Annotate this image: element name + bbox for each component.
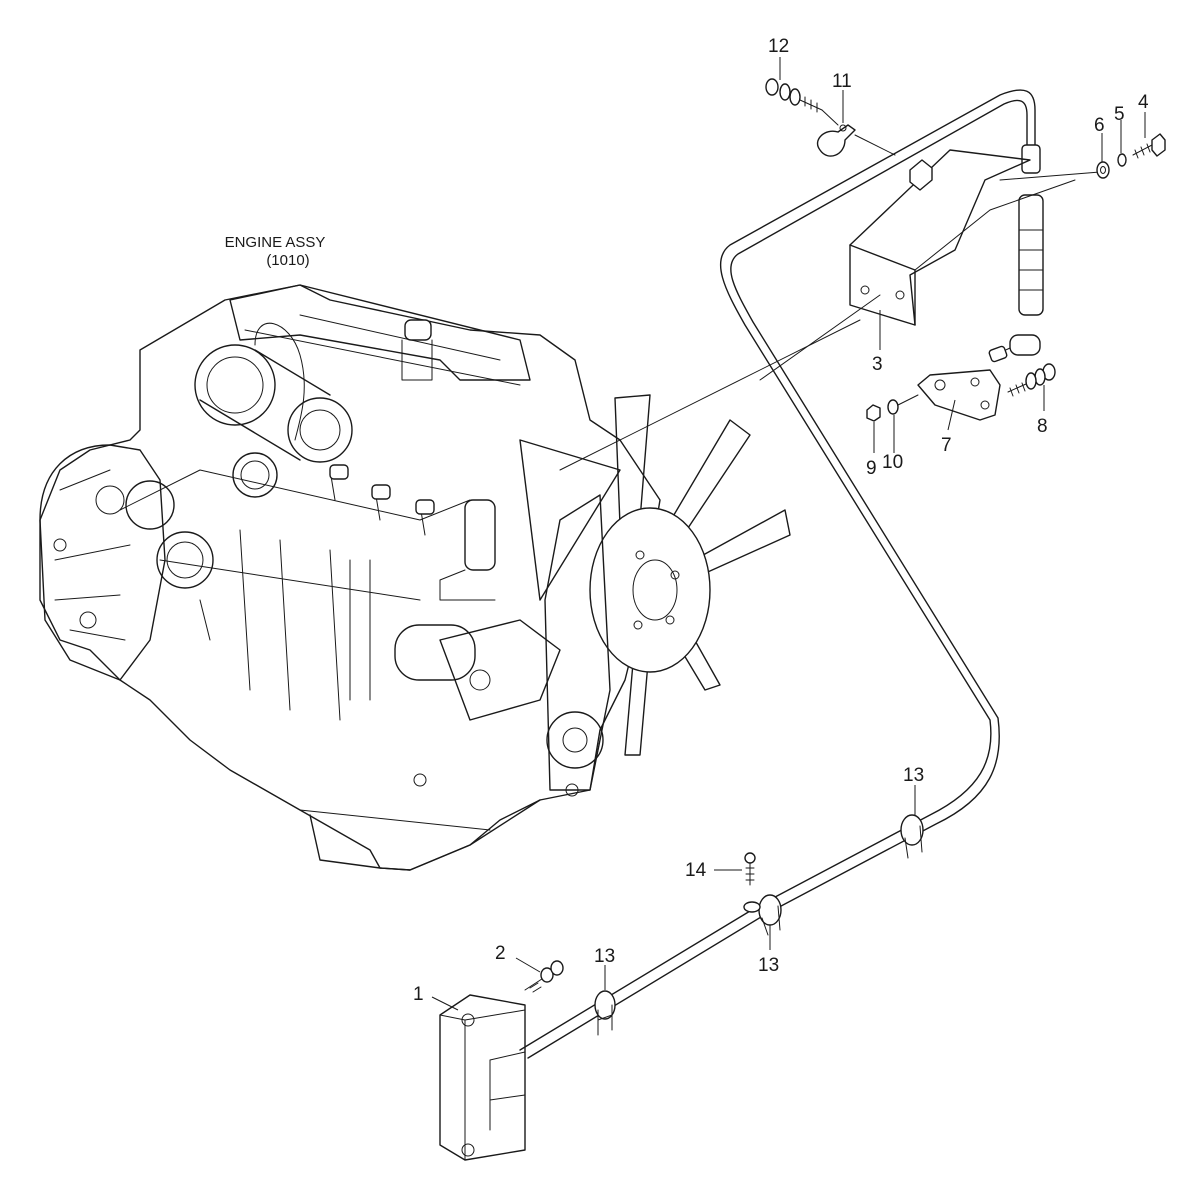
nut-part-9 xyxy=(866,404,881,422)
stop-cable xyxy=(519,89,1044,1059)
engine-assy-label: ENGINE ASSY xyxy=(225,234,326,251)
control-box-part-1 xyxy=(439,994,526,1161)
clamp-13-upper xyxy=(900,814,924,859)
engine-assy-ref: (1010) xyxy=(266,252,309,269)
callout-9: 9 xyxy=(866,458,877,479)
callout-6: 6 xyxy=(1094,115,1105,136)
washer-part-6 xyxy=(1096,161,1110,179)
callout-10: 10 xyxy=(882,452,903,473)
callout-13-lower: 13 xyxy=(594,946,615,967)
bolt-part-2 xyxy=(524,960,564,993)
callout-13-upper: 13 xyxy=(903,765,924,786)
callout-11: 11 xyxy=(832,71,852,92)
callout-1: 1 xyxy=(413,984,424,1005)
washer-part-5 xyxy=(1117,153,1127,167)
callout-14: 14 xyxy=(685,860,707,881)
callout-12: 12 xyxy=(768,36,789,57)
clamp-13-lower xyxy=(594,990,616,1036)
callout-2: 2 xyxy=(495,943,506,964)
callout-8: 8 xyxy=(1037,416,1048,437)
engine-assembly xyxy=(39,284,791,871)
washer-part-10 xyxy=(887,394,919,415)
screw-part-14 xyxy=(743,852,761,913)
bracket-part-3 xyxy=(759,149,1101,381)
callout-leaders xyxy=(431,57,1146,1011)
bolt-part-8 xyxy=(1007,363,1056,397)
bolt-part-12 xyxy=(765,78,839,126)
callout-13-middle: 13 xyxy=(758,955,779,976)
lever-part-7 xyxy=(917,345,1011,421)
callout-5: 5 xyxy=(1114,104,1125,125)
bolt-part-4 xyxy=(1132,133,1166,159)
callout-7: 7 xyxy=(941,435,952,456)
callout-3: 3 xyxy=(872,354,883,375)
callout-4: 4 xyxy=(1138,92,1149,113)
clip-part-11 xyxy=(816,124,896,157)
